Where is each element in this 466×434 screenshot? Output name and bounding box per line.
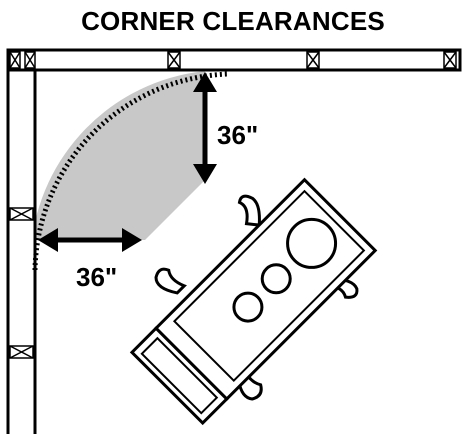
horizontal-dimension-arrow [38, 228, 142, 252]
left-wall-studs [9, 207, 34, 359]
bowl-medium [260, 263, 292, 295]
vertical-clearance-label: 36" [217, 120, 258, 150]
table-top-inset [172, 189, 366, 383]
top-wall [6, 48, 462, 72]
bowl-small [232, 291, 264, 323]
horizontal-clearance-label: 36" [76, 262, 117, 292]
diagram-title: CORNER CLEARANCES [81, 6, 385, 36]
table-assembly [129, 177, 378, 426]
bowl-large [286, 217, 338, 269]
table-end-section [129, 326, 229, 426]
top-wall-studs [9, 51, 457, 69]
clearance-zone [32, 69, 229, 271]
vertical-dimension-arrow [193, 72, 217, 184]
table-end-inset [140, 336, 219, 415]
clearance-arc [32, 71, 229, 271]
chair-left-lower [154, 267, 187, 295]
chair-left-upper [237, 194, 261, 227]
left-wall [6, 50, 37, 434]
